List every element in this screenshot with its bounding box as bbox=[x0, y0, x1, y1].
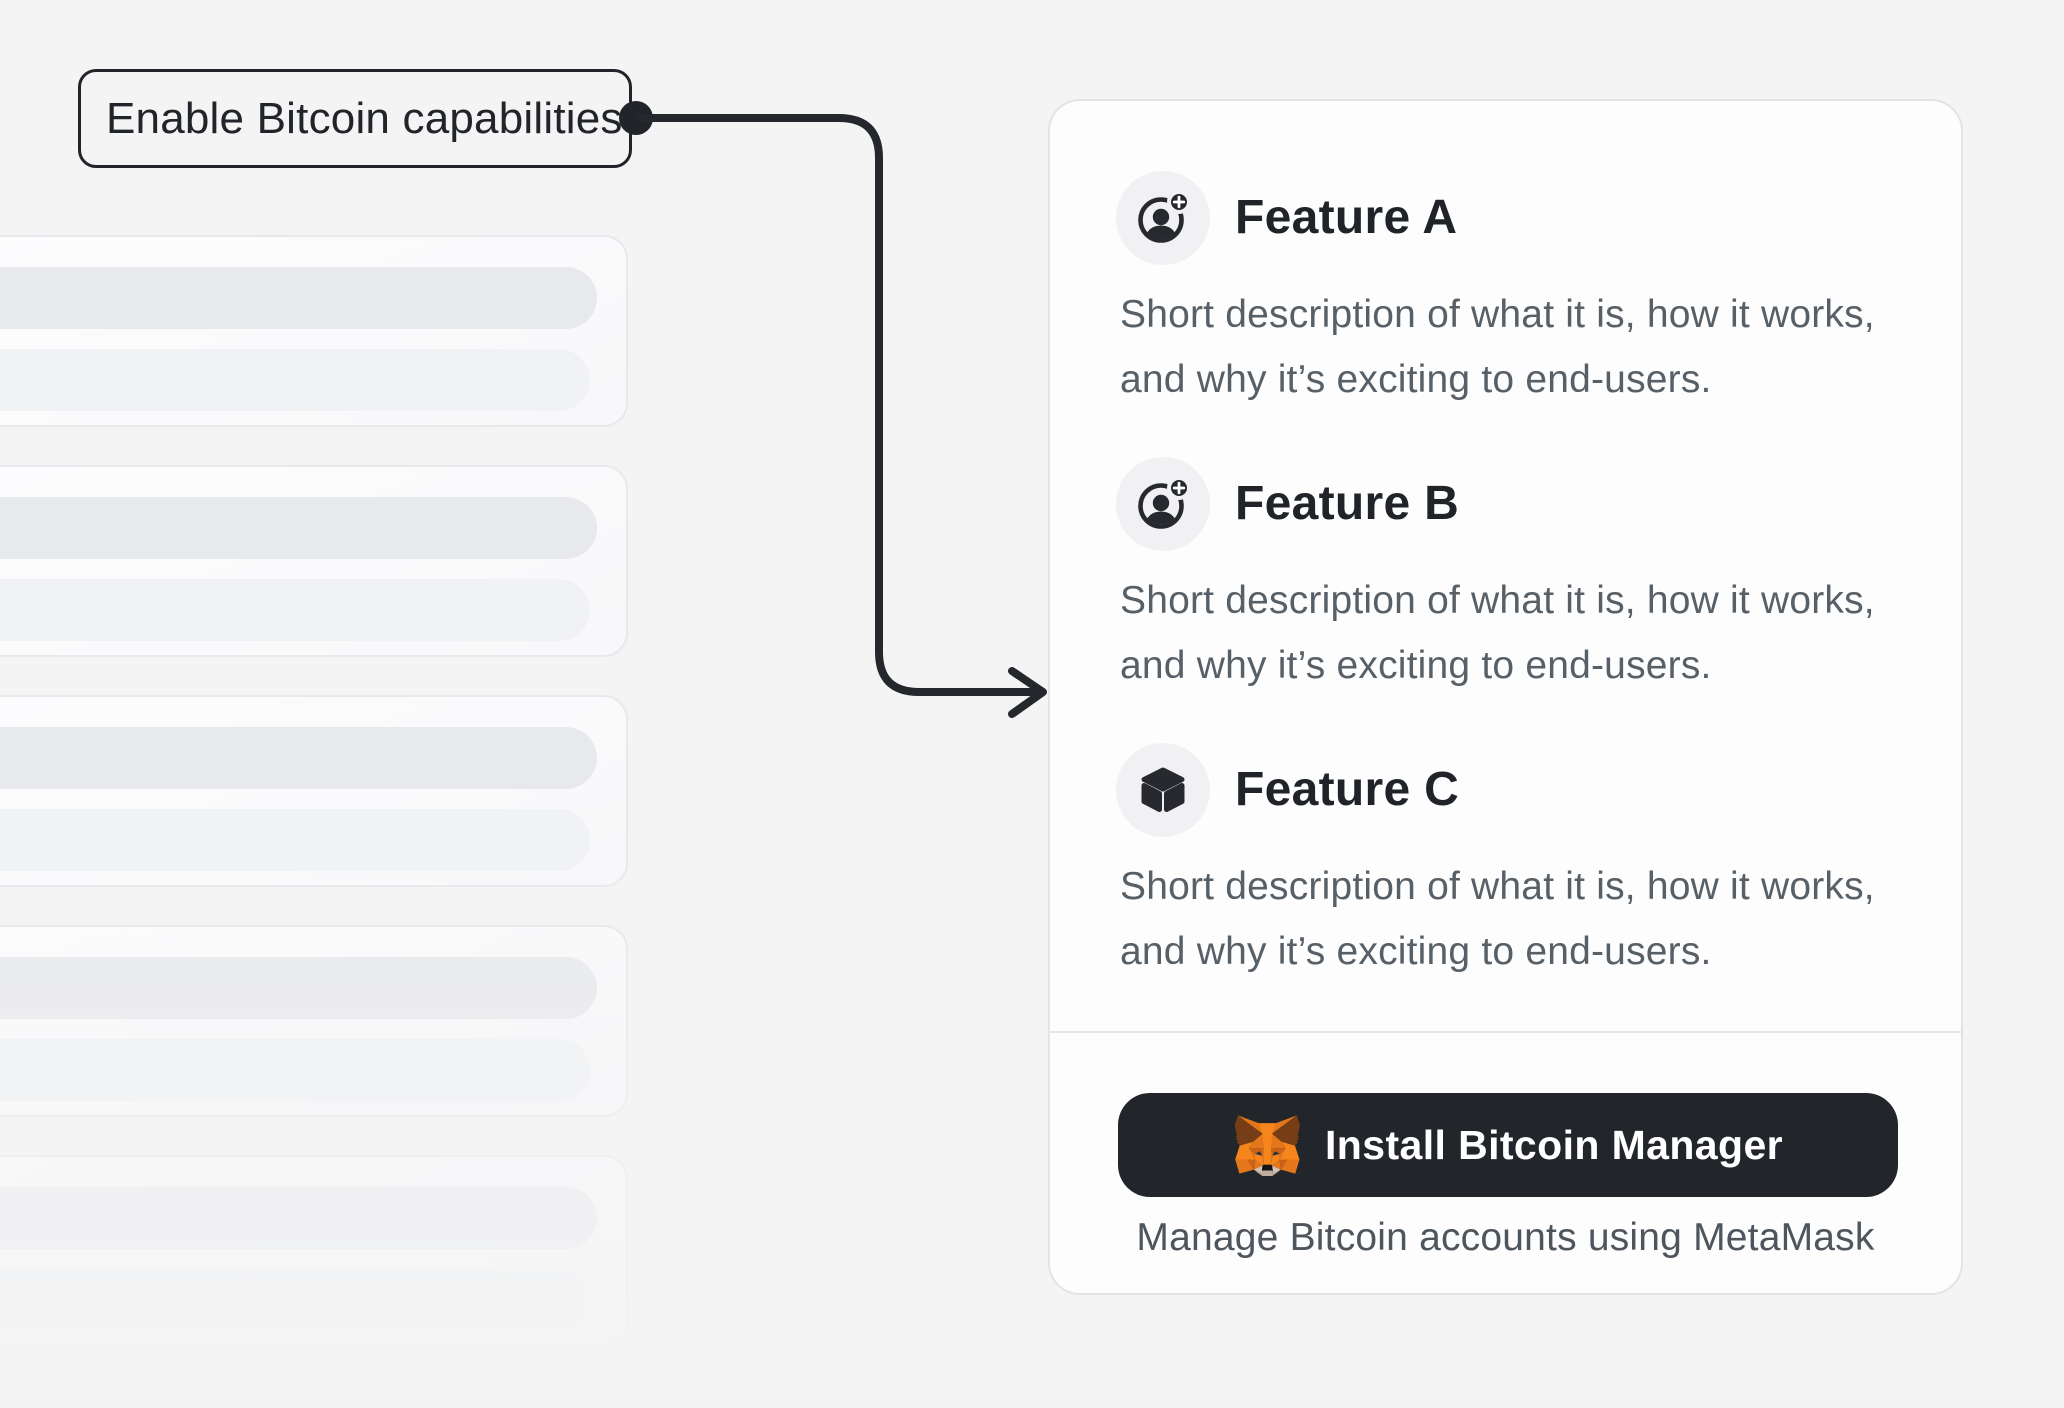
feature-title: Feature A bbox=[1235, 191, 1458, 244]
callout-enable-bitcoin: Enable Bitcoin capabilities bbox=[78, 69, 632, 168]
skeleton-card bbox=[0, 235, 628, 427]
skeleton-card bbox=[0, 465, 628, 657]
skeleton-card bbox=[0, 695, 628, 887]
feature-title: Feature C bbox=[1235, 763, 1460, 816]
divider bbox=[1050, 1031, 1961, 1033]
feature-description: Short description of what it is, how it … bbox=[1120, 293, 1875, 401]
skeleton-bar bbox=[0, 349, 590, 411]
skeleton-bar bbox=[0, 727, 597, 789]
arrowhead-icon bbox=[1008, 667, 1047, 718]
skeleton-bar bbox=[0, 267, 597, 329]
skeleton-bar bbox=[0, 579, 590, 641]
install-button-label: Install Bitcoin Manager bbox=[1325, 1121, 1783, 1168]
skeleton-card bbox=[0, 925, 628, 1117]
feature-description: Short description of what it is, how it … bbox=[1120, 865, 1875, 973]
install-bitcoin-manager-button[interactable]: Install Bitcoin Manager bbox=[1118, 1093, 1898, 1197]
skeleton-bar bbox=[0, 809, 590, 871]
skeleton-bar bbox=[0, 1269, 590, 1331]
panel-caption: Manage Bitcoin accounts using MetaMask bbox=[1136, 1216, 1875, 1259]
cube-icon bbox=[1116, 743, 1210, 837]
skeleton-bar bbox=[0, 1187, 597, 1249]
connector-dot bbox=[619, 101, 653, 135]
features-card: Feature A Short description of what it i… bbox=[1048, 99, 1963, 1295]
metamask-fox-icon bbox=[1233, 1114, 1301, 1177]
feature-title: Feature B bbox=[1235, 477, 1460, 530]
skeleton-bar bbox=[0, 1039, 590, 1101]
skeleton-bar bbox=[0, 957, 597, 1019]
skeleton-bar bbox=[0, 497, 597, 559]
callout-label: Enable Bitcoin capabilities bbox=[106, 93, 623, 143]
feature-description: Short description of what it is, how it … bbox=[1120, 579, 1875, 687]
user-plus-icon bbox=[1116, 171, 1210, 265]
user-plus-icon bbox=[1116, 457, 1210, 551]
skeleton-card bbox=[0, 1155, 628, 1347]
